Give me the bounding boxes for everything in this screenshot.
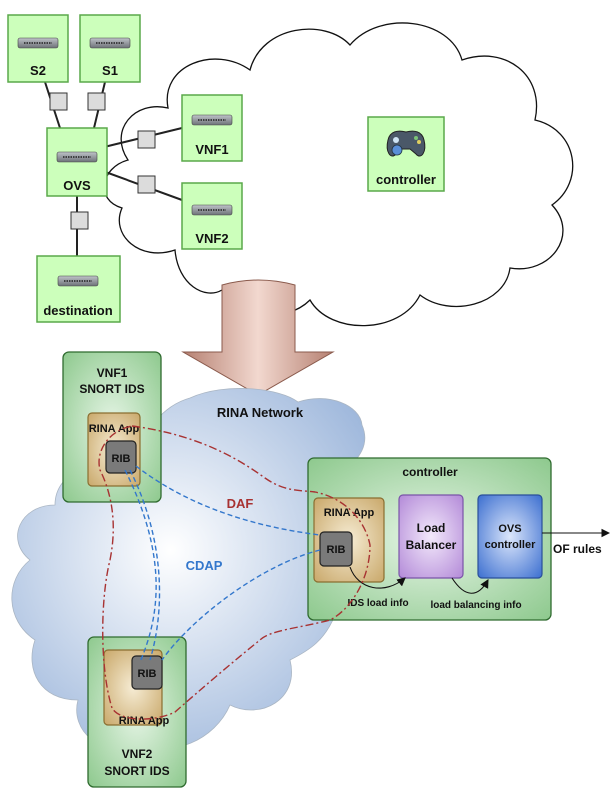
controller-rib[interactable] [319,531,353,567]
of-rules-label: OF rules [553,542,602,556]
switch-icon [57,275,99,287]
switch-vnf2[interactable]: VNF2 [181,182,243,250]
vnf1-rib-label: RIB [112,453,131,465]
vnf1-box[interactable]: VNF1 SNORT IDS RINA App RIB [62,351,162,503]
load-balancing-info-label: load balancing info [430,600,521,611]
controller-label-top: controller [376,172,436,187]
rina-network-label: RINA Network [217,405,304,420]
controller-rina-app-label: RINA App [324,507,375,519]
switch-s1[interactable]: S1 [79,14,141,83]
top-controller[interactable]: controller [367,116,445,192]
vnf2-rib-label: RIB [138,668,157,680]
daf-label: DAF [227,496,254,511]
switch-label-ovs: OVS [63,178,91,193]
switch-icon [56,151,98,163]
cdap-paths [124,465,321,663]
switch-label-vnf1: VNF1 [195,142,228,157]
ids-load-arrow [349,566,406,589]
vnf2-title: VNF2 [122,747,153,761]
load-balancer-line2: Balancer [406,538,457,552]
cdap-label: CDAP [186,558,223,573]
switch-ovs[interactable]: OVS [46,127,108,197]
ovs-controller[interactable] [477,494,543,579]
ovs-controller-line2: controller [485,539,536,551]
load-balancer-line1: Load [417,521,446,535]
connector-icon [49,92,156,230]
gamepad-icon [386,130,426,157]
vnf1-rib[interactable] [105,440,137,474]
switch-icon [17,37,59,49]
ovs-controller-line1: OVS [498,523,521,535]
ids-load-info-label: IDS load info [347,598,408,609]
switch-destination[interactable]: destination [36,255,121,323]
daf-path [98,425,371,720]
switch-label-vnf2: VNF2 [195,231,228,246]
vnf1-rina-app-label: RINA App [89,423,140,435]
controller-rib-label: RIB [327,544,346,556]
switch-label-destination: destination [43,303,112,318]
switch-label-s1: S1 [102,63,118,78]
controller-title: controller [402,465,458,479]
switch-icon [191,204,233,216]
switch-vnf1[interactable]: VNF1 [181,94,243,162]
vnf2-subtitle: SNORT IDS [104,764,169,778]
vnf2-rib[interactable] [131,655,163,690]
switch-icon [191,114,233,126]
vnf1-title: VNF1 [97,366,128,380]
switch-label-s2: S2 [30,63,46,78]
switch-s2[interactable]: S2 [7,14,69,83]
vnf1-subtitle: SNORT IDS [79,382,144,396]
switch-icon [89,37,131,49]
vnf2-box[interactable]: RIB RINA App VNF2 SNORT IDS [87,636,187,788]
controller-box[interactable]: controller RINA App RIB Load Balancer OV… [307,457,552,621]
load-balancing-arrow [451,577,489,594]
down-arrow-icon [181,279,335,396]
sdn-cloud [103,22,574,327]
load-balancer[interactable] [398,494,464,579]
